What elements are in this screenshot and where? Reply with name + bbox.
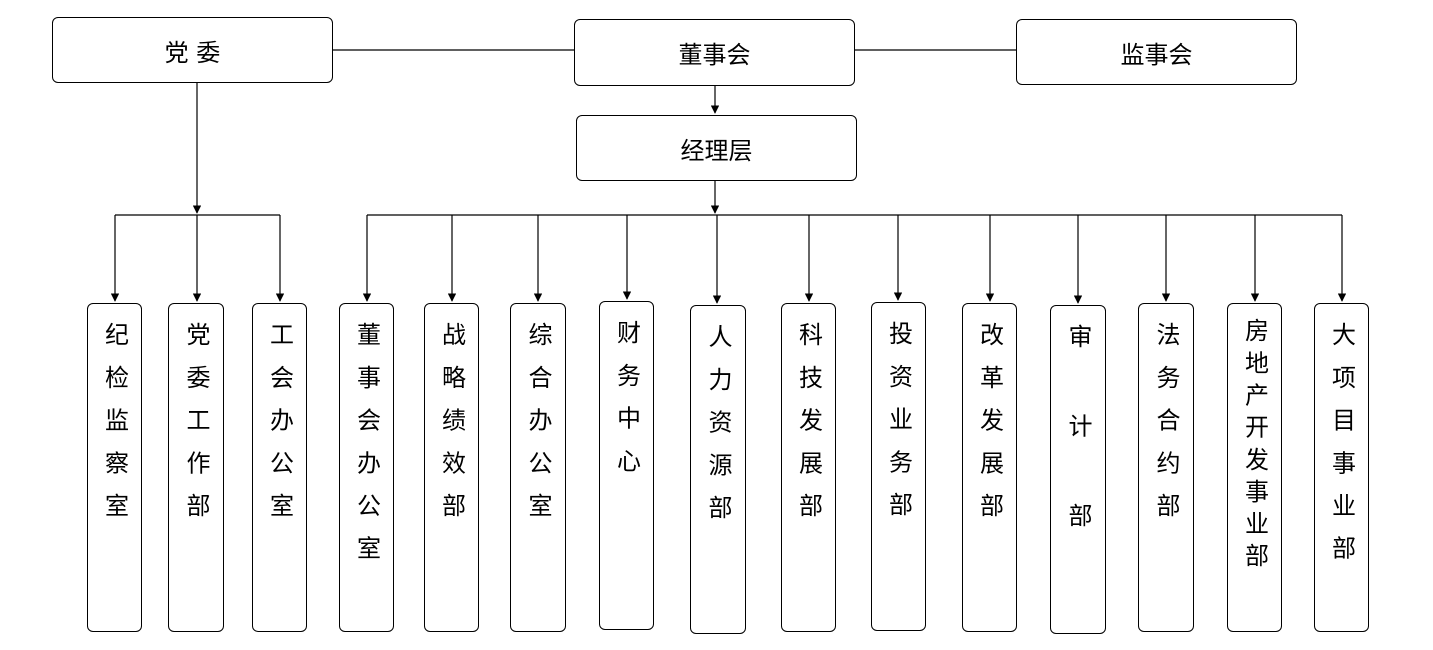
dept-box-3: 工会办公室 [252, 303, 307, 632]
dept-box-15: 大项目事业部 [1314, 303, 1369, 632]
dept-box-11: 改革发展部 [962, 303, 1017, 632]
dept-label-6: 综合办公室 [524, 322, 552, 536]
supervisory-board-box: 监事会 [1016, 19, 1297, 85]
dept-box-9: 科技发展部 [781, 303, 836, 632]
dept-box-2: 党委工作部 [168, 303, 224, 632]
dept-label-12: 审 计 部 [1064, 324, 1092, 546]
dept-box-12: 审 计 部 [1050, 305, 1106, 634]
management-box: 经理层 [576, 115, 857, 181]
dept-box-8: 人力资源部 [690, 305, 746, 634]
dept-label-11: 改革发展部 [975, 322, 1004, 536]
dept-label-5: 战略绩效部 [437, 322, 466, 536]
dept-label-1: 纪检监察室 [100, 322, 129, 536]
dept-label-13: 法务合约部 [1152, 322, 1180, 536]
dept-label-9: 科技发展部 [794, 322, 823, 536]
dept-box-4: 董事会办公室 [339, 303, 394, 632]
dept-label-7: 财务中心 [612, 320, 641, 491]
dept-box-6: 综合办公室 [510, 303, 566, 632]
party-committee-box: 党 委 [52, 17, 333, 83]
dept-label-3: 工会办公室 [265, 322, 294, 536]
party-committee-label: 党 委 [164, 38, 221, 67]
dept-box-5: 战略绩效部 [424, 303, 479, 632]
supervisory-board-label: 监事会 [1120, 40, 1193, 69]
dept-label-4: 董事会办公室 [352, 322, 381, 579]
dept-box-10: 投资业务部 [871, 302, 926, 631]
management-label: 经理层 [680, 136, 753, 165]
dept-box-14: 房地产开发事业部 [1227, 303, 1282, 632]
dept-box-13: 法务合约部 [1138, 303, 1194, 632]
dept-label-15: 大项目事业部 [1327, 322, 1356, 579]
board-box: 董事会 [574, 19, 855, 86]
dept-label-14: 房地产开发事业部 [1240, 318, 1269, 576]
dept-box-7: 财务中心 [599, 301, 654, 630]
dept-label-2: 党委工作部 [182, 322, 210, 536]
board-label: 董事会 [678, 41, 751, 69]
dept-box-1: 纪检监察室 [87, 303, 142, 632]
dept-label-10: 投资业务部 [884, 321, 913, 535]
dept-label-8: 人力资源部 [704, 324, 732, 538]
